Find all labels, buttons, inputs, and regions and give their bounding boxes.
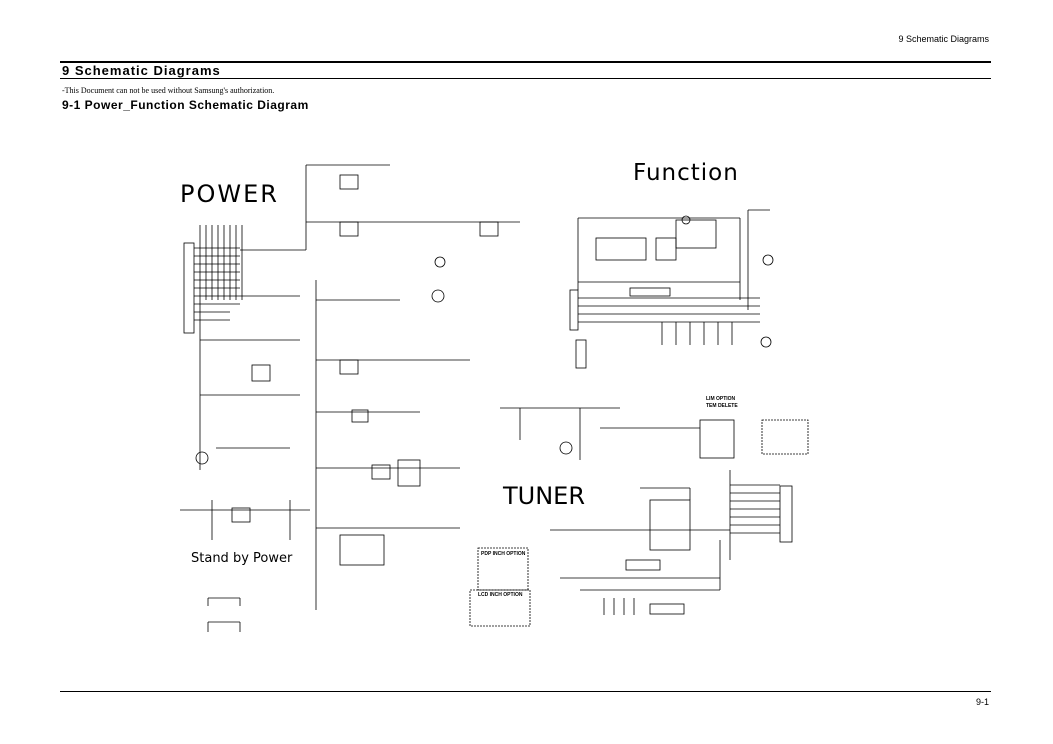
page-number: 9-1 (975, 697, 989, 707)
pdp-option-label: PDP INCH OPTION (481, 551, 526, 557)
tem-delete-label: TEM DELETE (706, 403, 738, 409)
title-rule (60, 78, 991, 79)
bottom-rule (60, 691, 991, 692)
top-rule (60, 61, 991, 63)
power-block-label: POWER (180, 180, 279, 208)
authorization-notice: -This Document can not be used without S… (62, 86, 275, 95)
running-header: 9 Schematic Diagrams (898, 34, 989, 44)
standby-power-label: Stand by Power (191, 551, 293, 566)
section-subtitle: 9-1 Power_Function Schematic Diagram (62, 98, 309, 112)
page-title: 9 Schematic Diagrams (62, 63, 221, 78)
lcd-option-label: LCD INCH OPTION (478, 592, 523, 598)
lim-option-label: LIM OPTION (706, 396, 736, 402)
tuner-block-label: TUNER (503, 482, 586, 510)
function-block-label: Function (633, 160, 739, 186)
